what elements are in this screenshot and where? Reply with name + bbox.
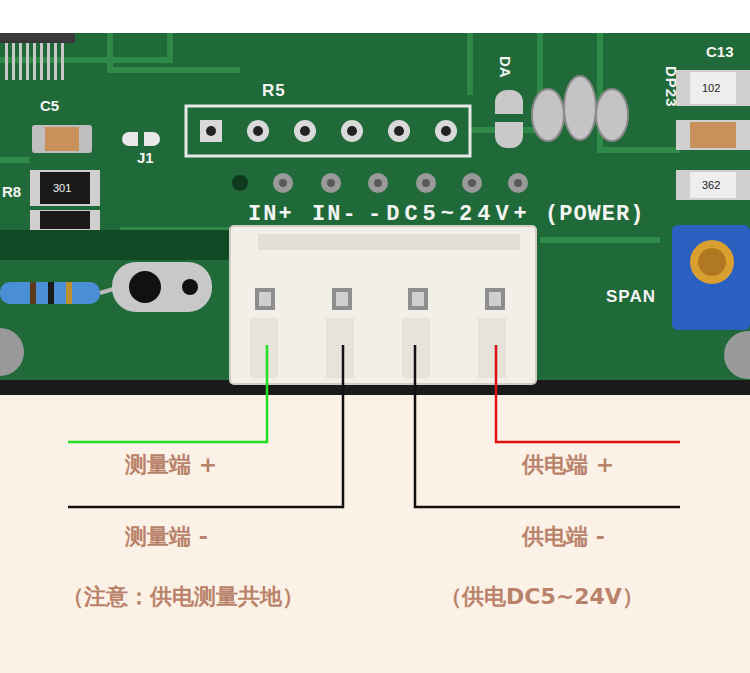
part-name: J1 [137, 150, 154, 167]
part-name: R8 [2, 184, 21, 201]
component-marking: 362 [702, 179, 720, 191]
wire-power-plus [496, 345, 680, 442]
mount-pad [112, 262, 212, 312]
part-name: DP23 [663, 66, 680, 108]
chip-components [676, 70, 750, 200]
jumper-j1 [122, 132, 160, 146]
component-marking: 301 [53, 182, 71, 194]
pin-name: (POWER) [545, 203, 644, 227]
part-name: R5 [262, 82, 286, 101]
part-name: C5 [40, 98, 59, 115]
trimpot [672, 225, 750, 330]
capacitor-c5 [32, 125, 92, 153]
pin-name: IN+ [248, 203, 294, 227]
diode-da [495, 90, 523, 148]
copper-traces [0, 33, 680, 240]
wire-power-minus [415, 345, 680, 507]
part-name: DA [497, 56, 514, 78]
terminal-label: 测量端 - [125, 525, 208, 549]
connector-housing [230, 226, 536, 384]
wire-in-plus [68, 345, 267, 442]
part-name: SPAN [606, 288, 656, 307]
part-name: C13 [706, 44, 734, 61]
note-ground [0, 395, 750, 673]
terminal-label: 测量端 + [125, 453, 217, 477]
note: （注意：供电测量共地） [62, 585, 304, 609]
resistor-chips [30, 170, 100, 230]
board-slot [0, 230, 240, 260]
ic-pins [0, 33, 75, 80]
pcb-board [0, 33, 750, 395]
solder-joints [532, 76, 628, 141]
pin-name: -DC5~24V+ [368, 203, 532, 227]
component-marking: 102 [702, 82, 720, 94]
pin-name: IN- [312, 203, 358, 227]
header-r5 [186, 106, 470, 156]
terminal-label: 供电端 - [522, 525, 605, 549]
terminal-label: 供电端 + [522, 453, 614, 477]
through-hole-resistor [0, 282, 120, 304]
pin-row [232, 173, 528, 193]
note: （供电DC5~24V） [440, 585, 644, 609]
wires [68, 345, 680, 507]
wire-in-minus [68, 345, 343, 507]
